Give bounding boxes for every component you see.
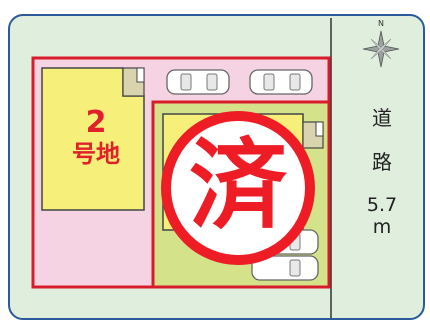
road-width: 5.7 — [366, 194, 398, 216]
car-icon — [251, 255, 319, 281]
compass-icon — [362, 30, 400, 68]
north-label: N — [378, 19, 384, 28]
sold-lot-meter — [315, 121, 324, 137]
lot-label: 号地 — [72, 140, 120, 168]
sold-stamp-text: 済 — [188, 129, 287, 243]
road-label-2: 路 — [372, 150, 392, 174]
lot2-meter — [136, 67, 145, 83]
car-icon — [249, 69, 313, 95]
road-width-unit: m — [372, 216, 392, 238]
lot-number: 2 — [85, 105, 107, 140]
sold-stamp — [161, 111, 315, 265]
car-icon — [166, 69, 230, 95]
road-label-1: 道 — [372, 106, 392, 130]
